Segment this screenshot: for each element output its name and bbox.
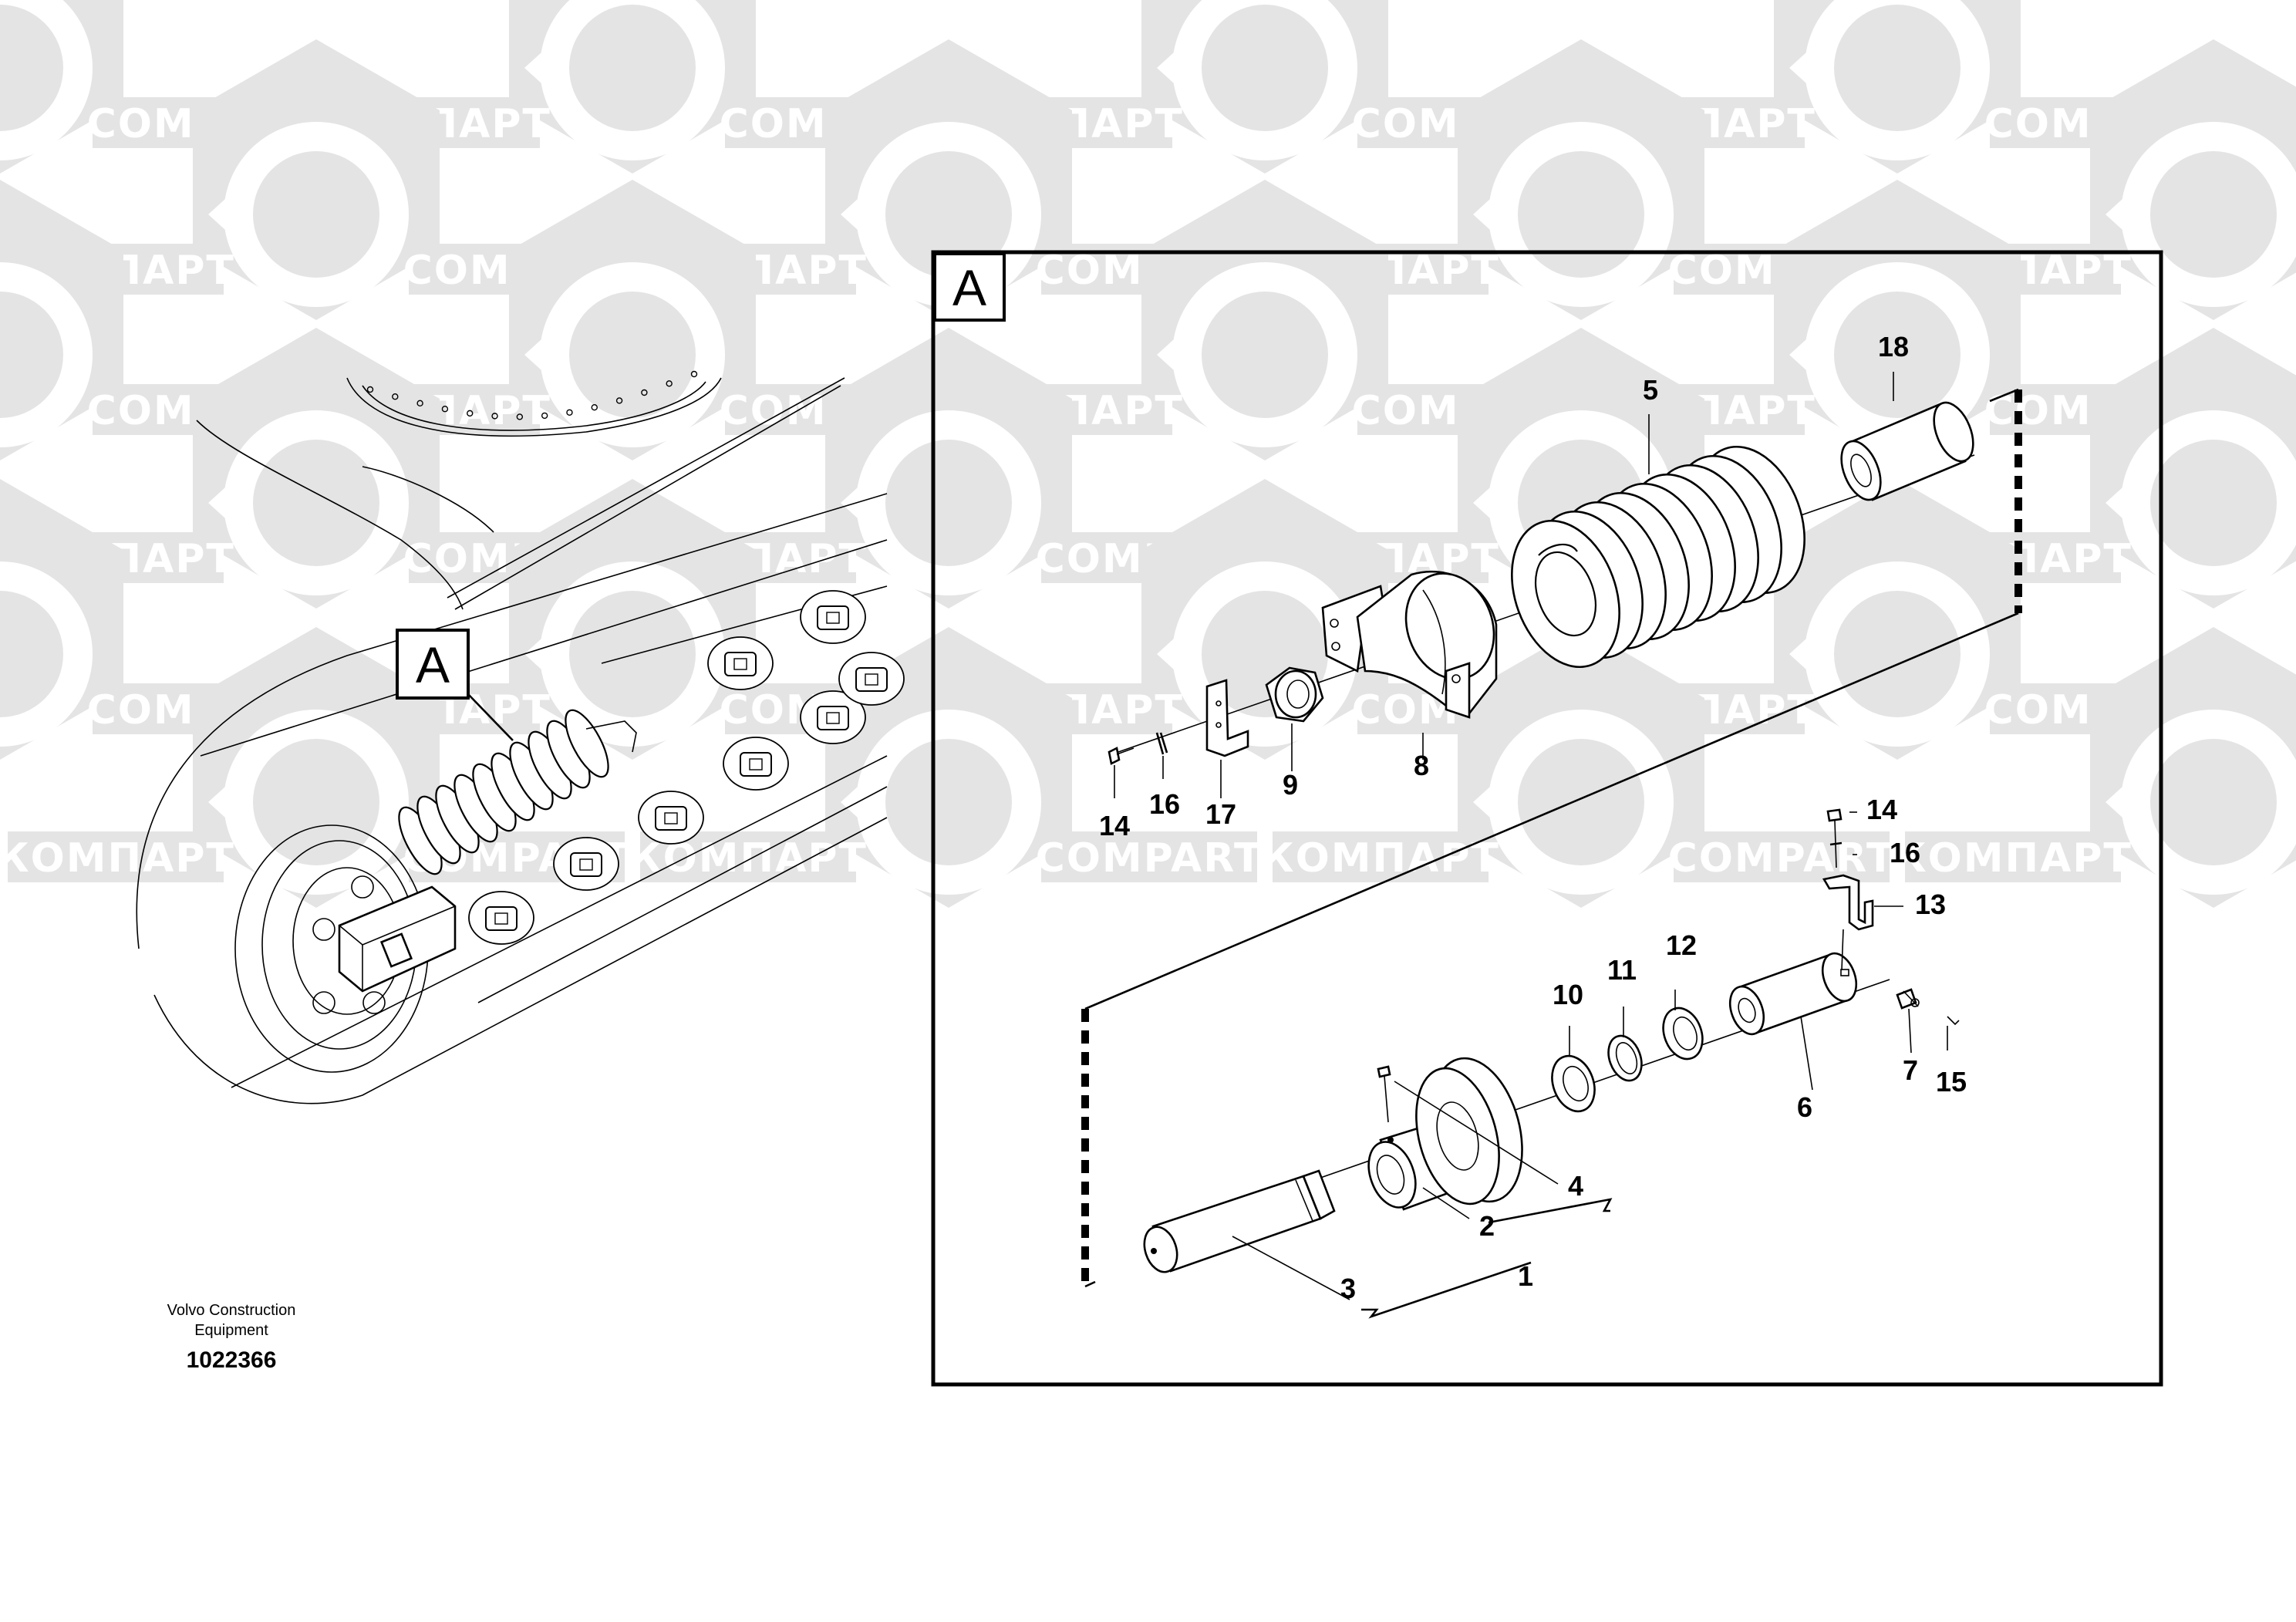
watermark-label-latin: COMPART <box>1668 835 1896 882</box>
callout-16-upper: 16 <box>1149 788 1180 820</box>
overview-illustration: A Volvo Construction Equipment 1022366 <box>136 370 905 1373</box>
callout-8: 8 <box>1414 750 1429 781</box>
part-3-shaft <box>1143 1169 1336 1273</box>
detail-view-letter: A <box>952 259 986 316</box>
callout-5: 5 <box>1643 374 1658 406</box>
overview-view-leader <box>467 693 514 741</box>
part-18-bushing <box>1840 401 1974 501</box>
watermark-tile: КОМПАРТ COMPART <box>1261 627 1896 908</box>
part-17-lock-plate <box>1205 679 1249 757</box>
part-9-nut <box>1265 666 1324 723</box>
callout-2: 2 <box>1479 1210 1495 1242</box>
manufacturer-caption-line2: Equipment <box>194 1322 268 1339</box>
callout-16-lower: 16 <box>1890 837 1920 868</box>
part-10-seal <box>1551 1054 1596 1113</box>
part-12-seal <box>1662 1007 1704 1061</box>
part-7-grease-fitting <box>1896 988 1920 1010</box>
part-6-bushing <box>1728 952 1858 1036</box>
callout-14-lower: 14 <box>1866 794 1897 825</box>
part-13-lock-plate <box>1822 874 1874 971</box>
part-4-set-bolt <box>1377 1065 1391 1123</box>
swing-ring-bolts <box>366 370 698 420</box>
watermark-label-latin: COMPART <box>1036 835 1263 882</box>
overview-view-box <box>396 629 470 700</box>
callout-9: 9 <box>1283 769 1298 801</box>
part-4-flange <box>1415 1057 1523 1206</box>
detail-view-box <box>933 252 1006 322</box>
part-15-plug <box>1947 1016 1960 1026</box>
callout-10: 10 <box>1553 979 1583 1010</box>
callout-15: 15 <box>1936 1066 1967 1098</box>
part-14-bolt-upper <box>1108 747 1135 765</box>
callout-3: 3 <box>1340 1273 1356 1304</box>
detail-frame <box>931 250 2163 1387</box>
callout-1: 1 <box>1518 1260 1533 1292</box>
part-11-o-ring <box>1607 1034 1643 1082</box>
callout-18: 18 <box>1878 331 1909 363</box>
part-16-washer-upper <box>1155 732 1168 755</box>
callout-11: 11 <box>1607 954 1637 986</box>
callout-14-upper: 14 <box>1099 810 1130 841</box>
document-number: 1022366 <box>187 1347 277 1373</box>
callout-leaders <box>1114 372 1948 1319</box>
part-14-bolt-lower <box>1826 808 1843 868</box>
callout-12: 12 <box>1666 929 1697 961</box>
overview-recoil-spring <box>398 709 609 875</box>
callout-13: 13 <box>1915 889 1946 920</box>
callout-4: 4 <box>1568 1170 1583 1202</box>
callout-6: 6 <box>1797 1091 1812 1123</box>
watermark-label-cyrillic: КОМПАРТ <box>1261 835 1500 882</box>
callout-7: 7 <box>1903 1054 1918 1086</box>
overview-track-rollers <box>468 590 905 945</box>
manufacturer-caption-line1: Volvo Construction <box>167 1302 296 1319</box>
part-5-recoil-spring <box>1511 445 1805 669</box>
callout-17: 17 <box>1205 798 1236 830</box>
watermark-label-cyrillic: КОМПАРТ <box>1893 835 2132 882</box>
detail-view-a: A <box>931 250 2163 1387</box>
watermark-label-cyrillic: КОМПАРТ <box>0 835 235 882</box>
overview-view-letter: A <box>416 636 450 693</box>
part-8-yoke-bracket <box>1321 570 1498 719</box>
